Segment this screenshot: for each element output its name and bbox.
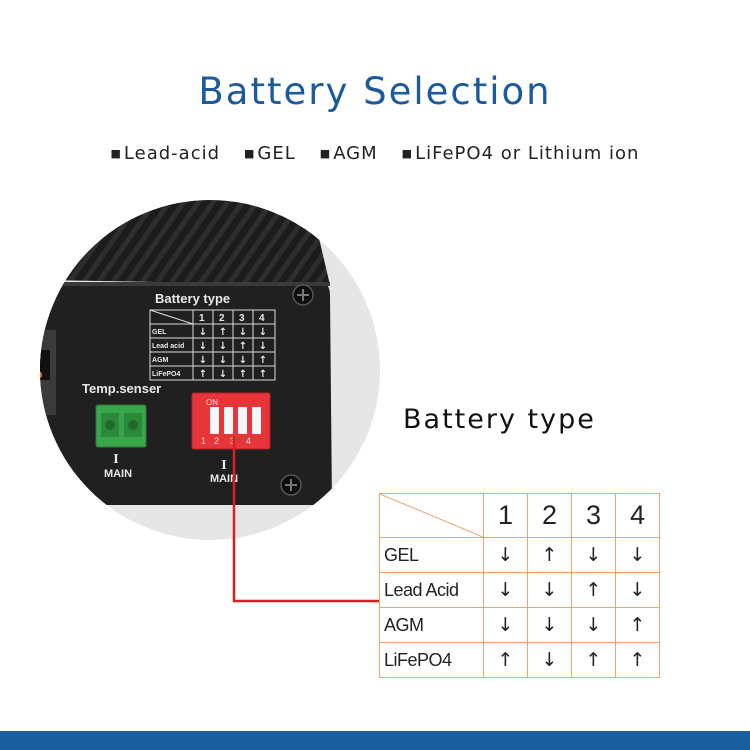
- arrow-up-icon: ↑: [615, 642, 660, 678]
- arrow-up-icon: ↑: [239, 341, 247, 352]
- arrow-up-icon: ↑: [259, 369, 267, 380]
- battery-type-item: ■AGM: [320, 143, 378, 164]
- arrow-up-icon: ↑: [483, 642, 528, 678]
- battery-row-label: AGM: [379, 607, 484, 643]
- arrow-down-icon: ↓: [483, 572, 528, 608]
- battery-row-label: Lead Acid: [379, 572, 484, 608]
- mini-switch-number: 3: [239, 313, 245, 324]
- mini-row-label: LiFePO4: [152, 371, 181, 378]
- battery-row-label: GEL: [379, 537, 484, 573]
- battery-type-label: LiFePO4 or Lithium ion: [415, 143, 640, 164]
- table-row: LiFePO4↑↓↑↑: [379, 642, 660, 678]
- temp-sensor-label: Temp.senser: [82, 381, 161, 396]
- battery-type-item: ■LiFePO4 or Lithium ion: [402, 143, 640, 164]
- panel-title: Battery type: [155, 291, 230, 306]
- table-row: AGM↓↓↓↑: [379, 607, 660, 643]
- main-label: MAIN: [210, 473, 238, 485]
- arrow-down-icon: ↓: [219, 355, 227, 366]
- dip-number: 4: [246, 436, 251, 446]
- table-row: Lead Acid↓↓↑↓: [379, 572, 660, 608]
- dip-number: 1: [201, 436, 206, 446]
- arrow-down-icon: ↓: [259, 341, 267, 352]
- dip-switch[interactable]: [191, 392, 271, 450]
- bullet-square-icon: ■: [319, 147, 332, 160]
- mini-switch-number: 1: [199, 313, 205, 324]
- screw-icon: [280, 474, 302, 496]
- table-row: GEL↓↑↓↓: [379, 537, 660, 573]
- battery-type-caption: Battery type: [403, 404, 596, 435]
- table-header-row: 1 2 3 4: [379, 493, 660, 538]
- arrow-down-icon: ↓: [571, 607, 616, 643]
- arrow-up-icon: ↑: [571, 642, 616, 678]
- arrow-up-icon: ↑: [527, 537, 572, 573]
- mini-row-label: GEL: [152, 329, 167, 336]
- bullet-square-icon: ■: [401, 147, 414, 160]
- battery-type-label: Lead-acid: [123, 143, 221, 164]
- battery-type-item: ■GEL: [244, 143, 296, 164]
- mini-battery-table: [149, 309, 276, 381]
- screw-icon: [292, 284, 314, 306]
- mini-switch-number: 4: [259, 313, 265, 324]
- arrow-up-icon: ↑: [199, 369, 207, 380]
- arrow-up-icon: ↑: [239, 369, 247, 380]
- switch-header: 3: [571, 493, 616, 538]
- switch-header: 4: [615, 493, 660, 538]
- arrow-down-icon: ↓: [219, 341, 227, 352]
- arrow-down-icon: ↓: [615, 537, 660, 573]
- heatsink-fins: [40, 200, 330, 285]
- bullet-square-icon: ■: [110, 147, 122, 160]
- battery-row-label: LiFePO4: [379, 642, 484, 678]
- arrow-down-icon: ↓: [527, 607, 572, 643]
- arrow-down-icon: ↓: [483, 537, 528, 573]
- battery-types-list: ■Lead-acid ■GEL ■AGM ■LiFePO4 or Lithium…: [0, 143, 750, 164]
- dip-number: 2: [214, 436, 219, 446]
- switch-header: 2: [527, 493, 572, 538]
- connector-line: [232, 436, 380, 603]
- arrow-down-icon: ↓: [219, 369, 227, 380]
- arrow-down-icon: ↓: [527, 642, 572, 678]
- arrow-down-icon: ↓: [199, 355, 207, 366]
- switch-header: 1: [483, 493, 528, 538]
- arrow-down-icon: ↓: [199, 327, 207, 338]
- arrow-down-icon: ↓: [483, 607, 528, 643]
- arrow-down-icon: ↓: [239, 355, 247, 366]
- mini-row-label: AGM: [152, 357, 169, 364]
- battery-type-label: AGM: [333, 143, 378, 164]
- main-symbol: I: [221, 458, 226, 473]
- arrow-up-icon: ↑: [571, 572, 616, 608]
- mini-row-label: Lead acid: [152, 343, 184, 350]
- mini-switch-number: 2: [219, 313, 225, 324]
- arrow-down-icon: ↓: [615, 572, 660, 608]
- arrow-down-icon: ↓: [571, 537, 616, 573]
- page-title: Battery Selection: [198, 70, 552, 113]
- bottom-bar: [0, 731, 750, 750]
- arrow-up-icon: ↑: [259, 355, 267, 366]
- arrow-down-icon: ↓: [527, 572, 572, 608]
- dip-number: 3: [230, 436, 235, 446]
- battery-type-table: 1 2 3 4 GEL↓↑↓↓Lead Acid↓↓↑↓AGM↓↓↓↑LiFeP…: [379, 493, 660, 678]
- device-panel: [40, 282, 332, 505]
- battery-type-label: GEL: [257, 143, 296, 164]
- arrow-down-icon: ↓: [199, 341, 207, 352]
- arrow-down-icon: ↓: [259, 327, 267, 338]
- main-symbol: I: [113, 452, 118, 467]
- arrow-down-icon: ↓: [239, 327, 247, 338]
- bullet-square-icon: ■: [244, 147, 256, 160]
- arrow-up-icon: ↑: [615, 607, 660, 643]
- dip-on-label: ON: [206, 398, 218, 407]
- main-label: MAIN: [104, 468, 132, 480]
- battery-type-item: ■Lead-acid: [111, 143, 221, 164]
- arrow-up-icon: ↑: [219, 327, 227, 338]
- diagonal-header-cell: [379, 493, 484, 538]
- temp-sensor-terminal: [95, 404, 147, 448]
